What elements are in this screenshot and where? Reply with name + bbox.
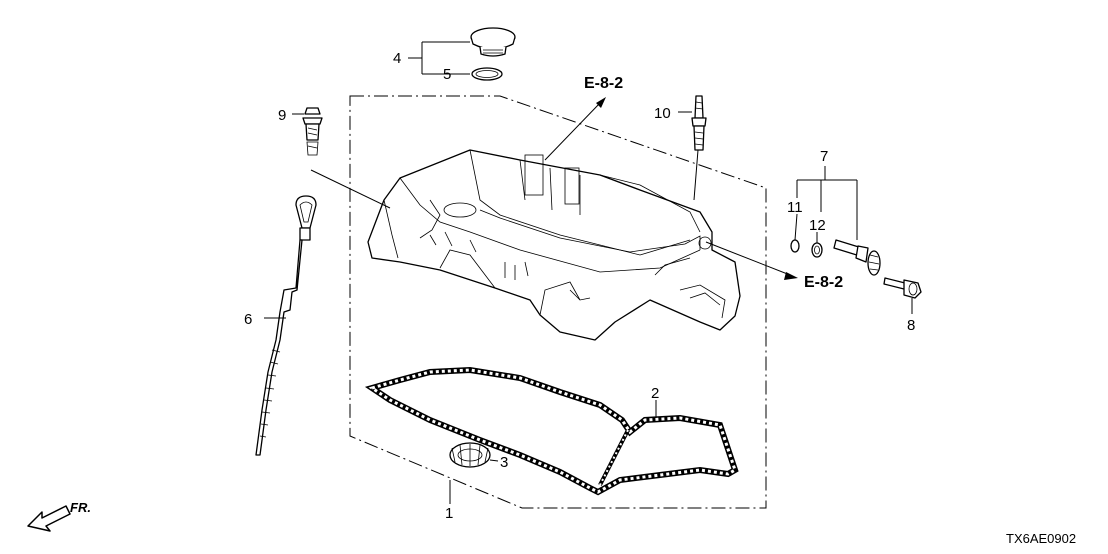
stud-bolt-10 <box>691 95 707 151</box>
callout-5: 5 <box>443 66 451 83</box>
flange-bolt-9 <box>302 107 323 156</box>
diagram-code: TX6AE0902 <box>1006 531 1076 546</box>
callout-3: 3 <box>500 454 508 471</box>
pcv-valve-assembly <box>833 239 881 276</box>
ref-e-8-2-upper[interactable]: E-8-2 <box>584 75 623 92</box>
front-arrow-icon <box>27 505 71 532</box>
assembly-boundary <box>349 95 767 509</box>
o-ring-12 <box>811 242 823 258</box>
front-label: FR. <box>70 500 91 515</box>
leader-lines <box>264 41 913 504</box>
front-direction-indicator: FR. <box>27 500 91 532</box>
cylinder-head-cover <box>367 149 741 341</box>
callout-12: 12 <box>809 217 826 234</box>
flange-bolt-8 <box>883 277 922 299</box>
callout-4: 4 <box>393 50 401 67</box>
callout-6: 6 <box>244 311 252 328</box>
callout-7: 7 <box>820 148 828 165</box>
cap-o-ring <box>471 67 503 81</box>
oil-filler-cap <box>470 27 516 57</box>
callout-8: 8 <box>907 317 915 334</box>
callout-1: 1 <box>445 505 453 522</box>
callout-9: 9 <box>278 107 286 124</box>
plug-hole-seal <box>449 442 491 468</box>
callout-10: 10 <box>654 105 671 122</box>
oil-dipstick <box>255 195 317 456</box>
callout-2: 2 <box>651 385 659 402</box>
o-ring-11 <box>790 239 800 253</box>
head-cover-gasket <box>364 366 739 496</box>
ref-e-8-2-lower[interactable]: E-8-2 <box>804 274 843 291</box>
callout-labels: 1 2 3 4 5 6 7 8 9 10 11 12 <box>244 50 915 522</box>
callout-11: 11 <box>787 199 803 216</box>
